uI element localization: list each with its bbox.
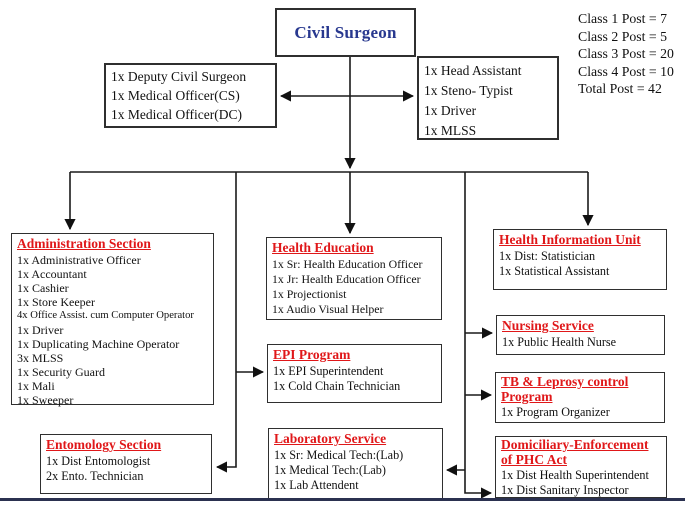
summary-line: Class 1 Post = 7 [578,11,668,26]
section-title: Health Information Unit [499,232,641,247]
staff-line: 1x Dist Health Superintendent [501,468,649,482]
civil-surgeon-box: Civil Surgeon [275,8,416,57]
health-education-box: Health Education 1x Sr: Health Education… [266,237,442,320]
staff-line: 1x Projectionist [272,286,347,301]
staff-line: 1x Sr: Health Education Officer [272,256,423,271]
deputy-staff-lines: 1x Deputy Civil Surgeon 1x Medical Office… [111,67,270,124]
staff-line: 1x Dist: Statistician [499,248,596,263]
summary-line: Class 3 Post = 20 [578,46,674,62]
staff-line: 1x Mali [17,379,55,394]
staff-line: 1x Medical Officer(CS) [111,88,240,103]
deputy-staff-box: 1x Deputy Civil Surgeon 1x Medical Office… [104,63,277,128]
staff-line: 1x Security Guard [17,365,105,380]
post-summary-lines: Class 1 Post = 7 Class 2 Post = 5 Class 3 … [578,10,684,98]
civil-surgeon-title: Civil Surgeon [294,22,397,42]
assistant-staff-lines: 1x Head Assistant 1x Steno- Typist 1x Driv… [424,60,552,140]
section-title: Health Education [272,240,374,255]
section-title: EPI Program [273,347,351,362]
staff-line: 1x Lab Attendent [274,477,359,492]
staff-line: 1x Driver [424,103,477,118]
staff-line: 1x EPI Superintendent [273,363,384,378]
nursing-service-box: Nursing Service 1x Public Health Nurse [496,315,665,355]
summary-line: Class 4 Post = 10 [578,63,674,79]
staff-line: 1x Audio Visual Helper [272,301,384,316]
staff-line: 1x Program Organizer [501,405,610,419]
post-summary: Class 1 Post = 7 Class 2 Post = 5 Class 3 … [578,10,684,98]
health-information-unit-box: Health Information Unit 1x Dist: Statist… [493,229,667,290]
section-title: TB & Leprosy control Program [501,374,629,404]
administration-section-box: Administration Section 1x Administrative… [11,233,214,408]
staff-line: 1x Statistical Assistant [499,263,610,278]
staff-line: 1x Store Keeper [17,294,95,309]
section-title: Entomology Section [46,437,162,452]
staff-line: 1x Medical Tech:(Lab) [274,462,386,477]
section-title: Domiciliary-Enforcement of PHC Act [501,437,649,467]
staff-line: 1x Duplicating Machine Operator [17,337,180,352]
staff-line: 1x Jr: Health Education Officer [272,271,421,286]
connector-to-domiciliary [464,172,493,499]
staff-line: 1x Administrative Officer [17,252,141,267]
section-title: Nursing Service [502,318,594,333]
summary-line: Total Post = 42 [578,81,662,97]
connector-to-entomology [215,172,237,473]
tb-leprosy-program-box: TB & Leprosy control Program 1x Program … [495,372,665,423]
staff-line: 1x MLSS [424,123,477,138]
summary-line: Class 2 Post = 5 [578,28,668,44]
section-lines: 1x Program Organizer [501,405,659,420]
staff-line: 3x MLSS [17,351,64,366]
staff-line: 1x Sr: Medical Tech:(Lab) [274,447,404,462]
staff-line: 1x Cold Chain Technician [273,378,401,393]
staff-line: 1x Deputy Civil Surgeon [111,69,247,84]
staff-line: 1x Accountant [17,266,87,281]
staff-line: 1x Head Assistant [424,63,522,78]
staff-line: 1x Steno- Typist [424,83,513,98]
staff-line: 1x Driver [17,322,64,337]
laboratory-service-box: Laboratory Service 1x Sr: Medical Tech:(… [268,428,443,500]
staff-line: 1x Public Health Nurse [502,334,617,349]
staff-line: 2x Ento. Technician [46,468,144,483]
assistant-staff-box: 1x Head Assistant 1x Steno- Typist 1x Driv… [417,56,559,140]
staff-line: 4x Office Assist. cum Computer Operator [17,309,194,321]
section-lines: 1x Sr: Medical Tech:(Lab)1x Medical Tech… [274,448,437,493]
section-title: Laboratory Service [274,431,387,446]
staff-line: 1x Dist Entomologist [46,453,151,468]
section-lines: 1x Public Health Nurse [502,335,659,350]
staff-line: 1x Medical Officer(DC) [111,107,242,122]
section-title: Administration Section [17,236,151,251]
bottom-rule [0,498,685,501]
staff-line: 1x Cashier [17,280,69,295]
domiciliary-phc-box: Domiciliary-Enforcement of PHC Act 1x Di… [495,436,667,498]
staff-line: 1x Sweeper [17,393,74,408]
staff-line: 1x Dist Sanitary Inspector [501,482,629,497]
